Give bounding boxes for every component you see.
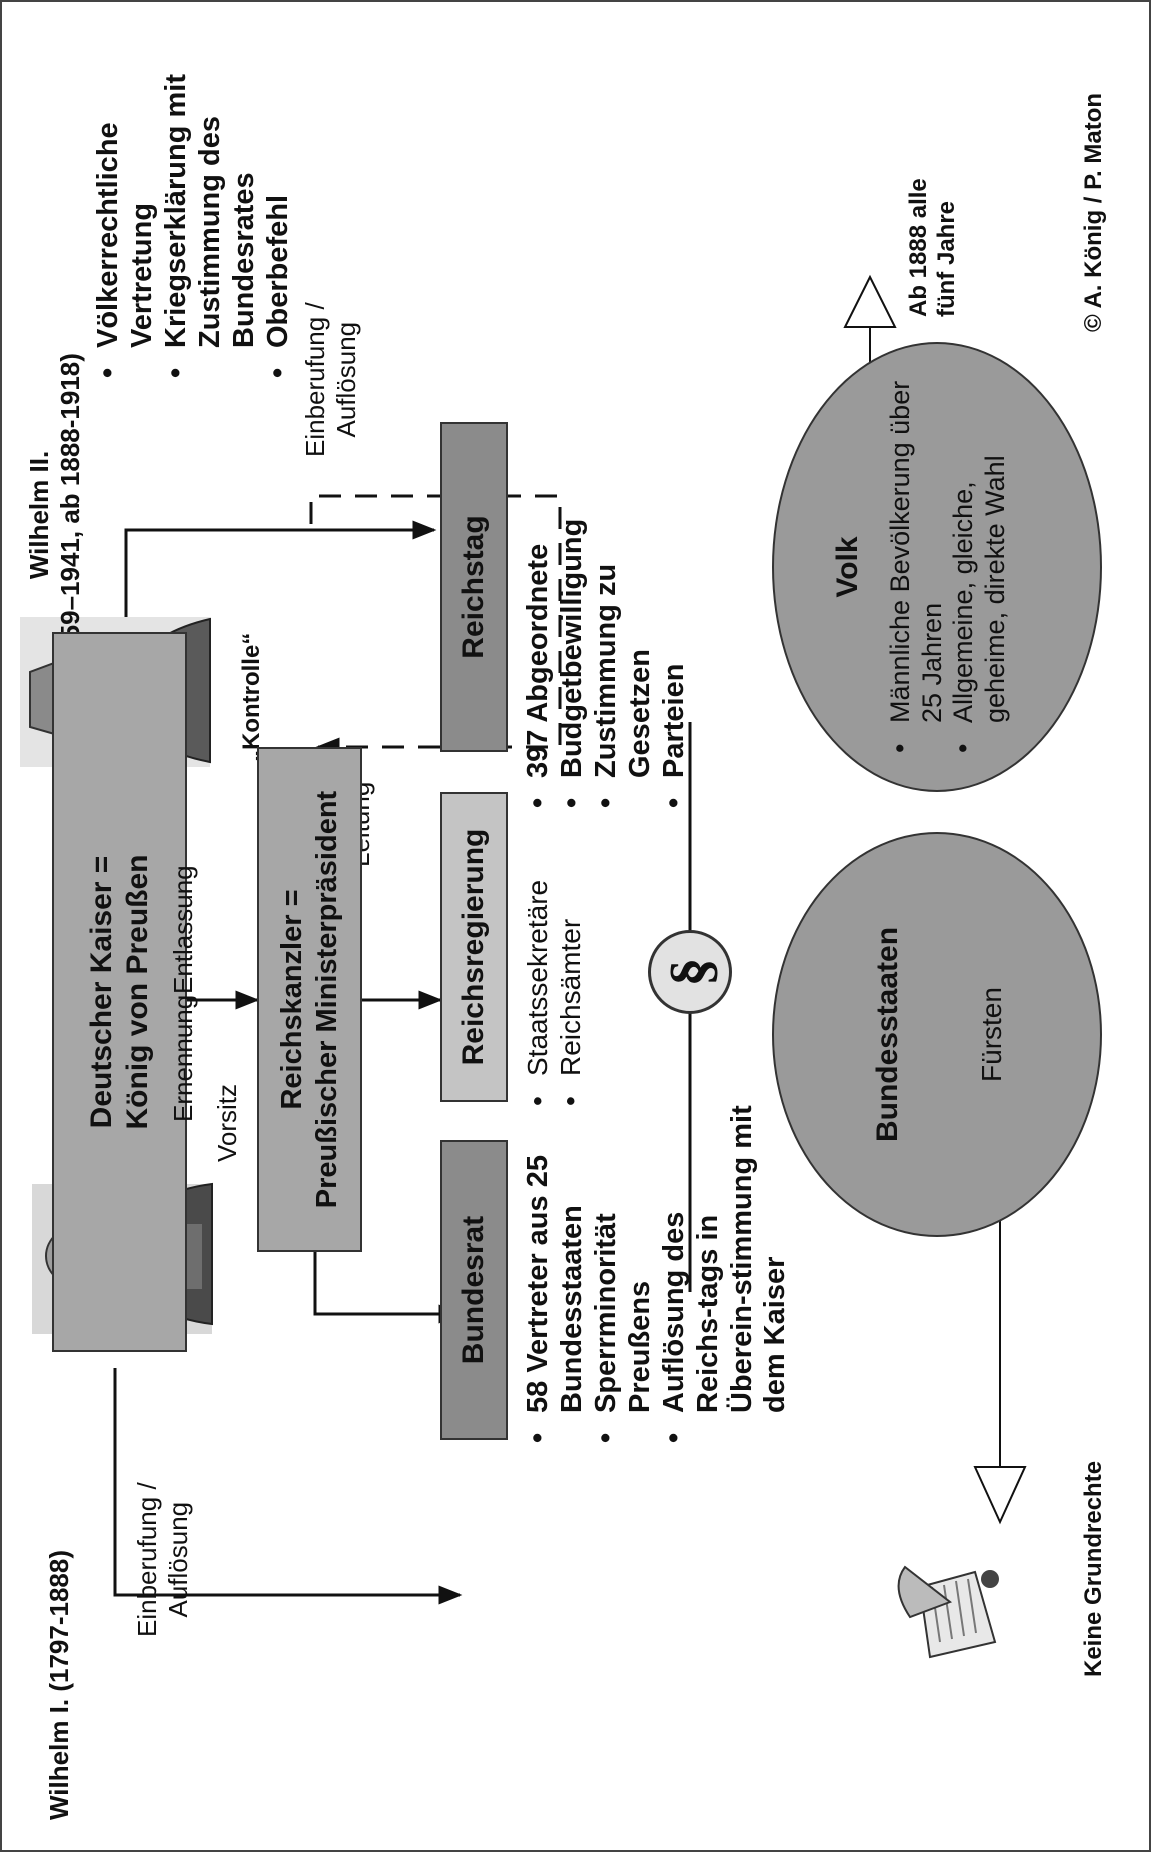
reichsregierung-box: Reichsregierung xyxy=(440,792,508,1102)
reichstag-item: Budgetbewilligung xyxy=(556,452,590,812)
triangle-bundesstaaten xyxy=(973,1466,1027,1525)
reichstag-item: Zustimmung zu Gesetzen xyxy=(590,452,658,812)
bundesstaaten-title: Bundesstaaten xyxy=(871,926,904,1143)
kontrolle-label: „Kontrolle“ xyxy=(238,632,265,762)
arrow-kontrolle xyxy=(309,494,562,757)
ernennung-label: Ernennung xyxy=(168,994,198,1122)
reichskanzler-subtitle: Preußischer Ministerpräsident xyxy=(310,790,343,1209)
scroll-quill-icon xyxy=(897,1565,999,1659)
volk-item: Männliche Bevölkerung über 25 Jahren xyxy=(885,367,948,757)
arrow-einberufung-left xyxy=(113,1368,463,1605)
reichsregierung-item: Reichsämter xyxy=(555,810,588,1110)
reichsregierung-list: Staatssekretäre Reichsämter xyxy=(522,810,588,1110)
copyright-label: © A. König / P. Maton xyxy=(1080,92,1107,332)
bundesstaaten-oval xyxy=(772,832,1102,1237)
einberufung-left-line1: Einberufung / xyxy=(132,1482,162,1637)
wilhelm1-label: Wilhelm I. (1797-1888) xyxy=(44,1550,74,1820)
bundesrat-item: 58 Vertreter aus 25 Bundesstaaten xyxy=(522,1102,590,1447)
volk-title: Volk xyxy=(831,536,864,598)
reichstag-label: Reichstag xyxy=(457,515,490,659)
einberufung-right-label: Einberufung / Auflösung xyxy=(300,302,361,457)
wilhelm2-power-item: Kriegserklärung mit Zustimmung des Bunde… xyxy=(160,37,262,382)
bundesrat-box: Bundesrat xyxy=(440,1140,508,1440)
volk-list: Männliche Bevölkerung über 25 Jahren All… xyxy=(885,367,1011,757)
wilhelm2-years: (1859–1941, ab 1888-1918) xyxy=(54,353,85,677)
kaiser-subtitle: König von Preußen xyxy=(120,854,154,1130)
reichstag-item: 397 Abgeordnete xyxy=(522,452,556,812)
einberufung-right-line2: Auflösung xyxy=(330,321,361,438)
reichsregierung-item: Staatssekretäre xyxy=(522,810,555,1110)
einberufung-right-line1: Einberufung / xyxy=(300,302,330,457)
kaiser-box: Deutscher Kaiser = König von Preußen xyxy=(52,632,187,1352)
entlassung-label: Entlassung xyxy=(168,865,198,994)
arrow-einberufung-right xyxy=(124,520,437,632)
vorsitz-label: Vorsitz xyxy=(212,1083,242,1162)
election-note-line2: fünf Jahre xyxy=(933,200,961,317)
paragraph-icon: § xyxy=(648,930,732,1014)
keine-grundrechte-label: Keine Grundrechte xyxy=(1080,1460,1107,1677)
reichskanzler-title: Reichskanzler = xyxy=(275,889,308,1110)
bundesstaaten-subtitle: Fürsten xyxy=(976,987,1007,1082)
bundesrat-item: Sperrminorität Preußens xyxy=(590,1102,658,1447)
reichskanzler-box: Reichskanzler = Preußischer Ministerpräs… xyxy=(257,747,362,1252)
bundesrat-item: Auflösung des Reichs-tags in Überein-sti… xyxy=(658,1102,794,1447)
wilhelm2-name: Wilhelm II. xyxy=(24,450,54,580)
reichstag-box: Reichstag xyxy=(440,422,508,752)
reichstag-list: 397 Abgeordnete Budgetbewilligung Zustim… xyxy=(522,452,692,812)
triangle-volk xyxy=(843,274,897,328)
volk-item: Allgemeine, gleiche, geheime, direkte Wa… xyxy=(948,367,1011,757)
wilhelm2-powers-list: Völkerrechtliche Vertretung Kriegserklär… xyxy=(92,37,296,382)
wilhelm2-power-item: Oberbefehl xyxy=(262,37,296,382)
bundesrat-label: Bundesrat xyxy=(457,1215,490,1365)
paragraph-symbol: § xyxy=(657,957,723,987)
kaiser-title: Deutscher Kaiser = xyxy=(84,855,118,1129)
arrow-vorsitz xyxy=(313,1252,463,1324)
wilhelm2-label: Wilhelm II. (1859–1941, ab 1888-1918) xyxy=(24,350,85,680)
election-note: Ab 1888 alle fünf Jahre xyxy=(905,178,962,317)
election-note-line1: Ab 1888 alle xyxy=(905,178,932,317)
reichstag-item: Parteien xyxy=(658,452,692,812)
wilhelm2-power-item: Völkerrechtliche Vertretung xyxy=(92,37,160,382)
bundesrat-list: 58 Vertreter aus 25 Bundesstaaten Sperrm… xyxy=(522,1102,793,1447)
einberufung-left-label: Einberufung / Auflösung xyxy=(132,1482,193,1637)
reichsregierung-label: Reichsregierung xyxy=(457,828,490,1066)
einberufung-left-line2: Auflösung xyxy=(162,1501,193,1618)
